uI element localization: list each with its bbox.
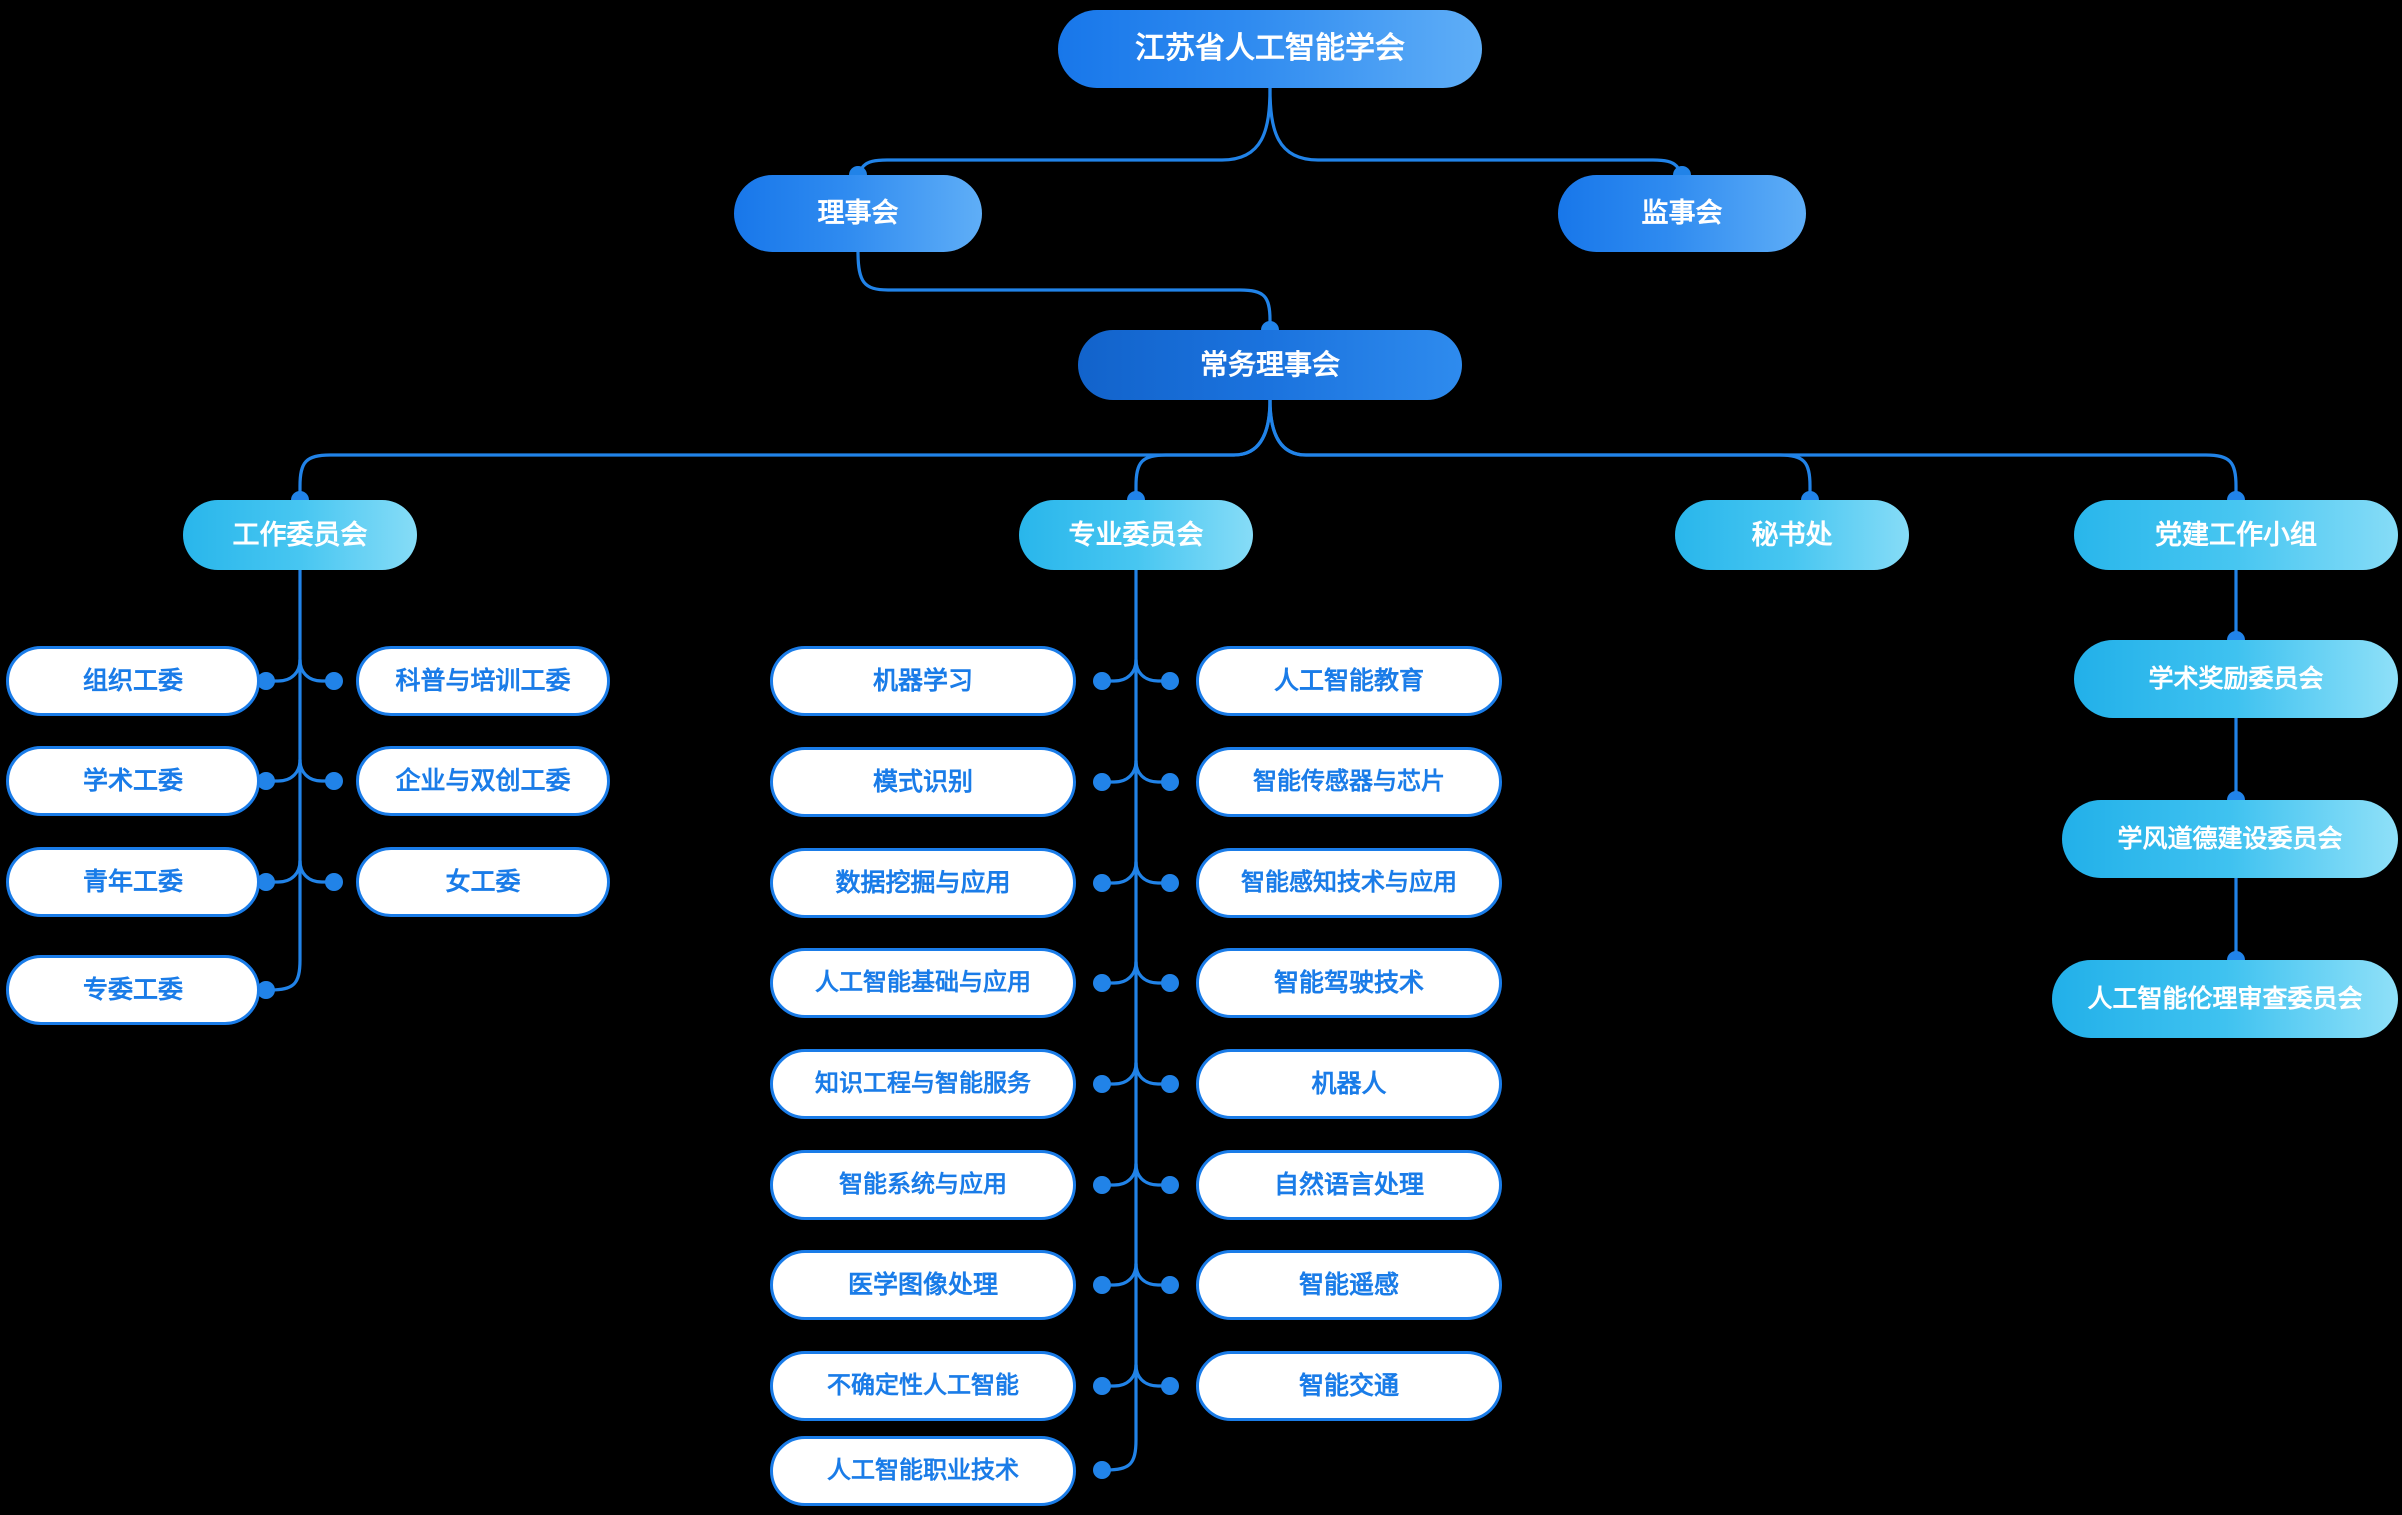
node-label: 自然语言处理 — [1273, 1170, 1424, 1199]
node-label: 专委工委 — [82, 975, 183, 1004]
node-board-of-supervisors[interactable]: 监事会 — [1558, 175, 1806, 252]
leaf-prof-left-5[interactable]: 智能系统与应用 — [770, 1150, 1076, 1220]
node-label: 学风道德建设委员会 — [2117, 824, 2343, 853]
leaf-prof-right-1[interactable]: 智能传感器与芯片 — [1196, 747, 1502, 817]
node-standing-council[interactable]: 常务理事会 — [1078, 330, 1462, 400]
node-label: 人工智能伦理审查委员会 — [2087, 984, 2363, 1013]
node-label: 组织工委 — [82, 666, 183, 695]
leaf-work-left-1[interactable]: 学术工委 — [6, 746, 260, 816]
leaf-prof-left-2[interactable]: 数据挖掘与应用 — [770, 848, 1076, 918]
leaf-prof-left-7[interactable]: 不确定性人工智能 — [770, 1351, 1076, 1421]
node-label: 智能感知技术与应用 — [1241, 869, 1457, 896]
node-label: 智能交通 — [1298, 1371, 1399, 1400]
leaf-prof-right-4[interactable]: 机器人 — [1196, 1049, 1502, 1119]
leaf-work-right-0[interactable]: 科普与培训工委 — [356, 646, 610, 716]
node-label: 机器学习 — [872, 666, 973, 695]
node-work-committee[interactable]: 工作委员会 — [183, 500, 417, 570]
leaf-prof-right-6[interactable]: 智能遥感 — [1196, 1250, 1502, 1320]
node-label: 专业委员会 — [1068, 519, 1204, 550]
leaf-prof-left-8[interactable]: 人工智能职业技术 — [770, 1436, 1076, 1506]
node-label: 学术工委 — [82, 766, 183, 795]
node-label: 监事会 — [1641, 198, 1723, 228]
leaf-prof-right-5[interactable]: 自然语言处理 — [1196, 1150, 1502, 1220]
node-label: 党建工作小组 — [2155, 519, 2317, 550]
node-label: 医学图像处理 — [847, 1270, 998, 1299]
leaf-prof-right-3[interactable]: 智能驾驶技术 — [1196, 948, 1502, 1018]
node-label: 智能传感器与芯片 — [1253, 768, 1445, 795]
node-label: 智能驾驶技术 — [1273, 968, 1424, 997]
leaf-prof-left-4[interactable]: 知识工程与智能服务 — [770, 1049, 1076, 1119]
node-label: 人工智能职业技术 — [827, 1457, 1019, 1484]
node-label: 学术奖励委员会 — [2148, 664, 2324, 693]
node-label: 知识工程与智能服务 — [815, 1070, 1031, 1097]
leaf-party-1[interactable]: 学风道德建设委员会 — [2062, 800, 2398, 878]
node-label: 女工委 — [445, 867, 521, 896]
node-label: 人工智能教育 — [1273, 666, 1424, 695]
leaf-prof-right-7[interactable]: 智能交通 — [1196, 1351, 1502, 1421]
node-label: 智能系统与应用 — [839, 1171, 1007, 1198]
node-root-society[interactable]: 江苏省人工智能学会 — [1058, 10, 1482, 88]
node-label: 智能遥感 — [1298, 1270, 1399, 1299]
node-label: 青年工委 — [82, 867, 183, 896]
node-label: 机器人 — [1311, 1069, 1387, 1098]
node-professional-committee[interactable]: 专业委员会 — [1019, 500, 1253, 570]
node-label: 科普与培训工委 — [395, 666, 571, 695]
leaf-party-2[interactable]: 人工智能伦理审查委员会 — [2052, 960, 2398, 1038]
node-party-building-group[interactable]: 党建工作小组 — [2074, 500, 2398, 570]
node-label: 模式识别 — [872, 767, 973, 796]
node-label: 企业与双创工委 — [395, 766, 571, 795]
node-label: 工作委员会 — [232, 519, 368, 550]
leaf-prof-left-1[interactable]: 模式识别 — [770, 747, 1076, 817]
node-secretariat[interactable]: 秘书处 — [1675, 500, 1909, 570]
leaf-work-right-1[interactable]: 企业与双创工委 — [356, 746, 610, 816]
leaf-work-left-2[interactable]: 青年工委 — [6, 847, 260, 917]
node-label: 不确定性人工智能 — [827, 1372, 1019, 1399]
leaf-prof-right-0[interactable]: 人工智能教育 — [1196, 646, 1502, 716]
leaf-work-left-3[interactable]: 专委工委 — [6, 955, 260, 1025]
node-board-of-directors[interactable]: 理事会 — [734, 175, 982, 252]
node-label: 人工智能基础与应用 — [815, 969, 1031, 996]
leaf-prof-right-2[interactable]: 智能感知技术与应用 — [1196, 848, 1502, 918]
leaf-prof-left-6[interactable]: 医学图像处理 — [770, 1250, 1076, 1320]
leaf-prof-left-3[interactable]: 人工智能基础与应用 — [770, 948, 1076, 1018]
leaf-work-left-0[interactable]: 组织工委 — [6, 646, 260, 716]
leaf-prof-left-0[interactable]: 机器学习 — [770, 646, 1076, 716]
leaf-work-right-2[interactable]: 女工委 — [356, 847, 610, 917]
leaf-party-0[interactable]: 学术奖励委员会 — [2074, 640, 2398, 718]
node-label: 数据挖掘与应用 — [835, 868, 1011, 897]
node-label: 秘书处 — [1751, 519, 1833, 550]
node-label: 理事会 — [817, 198, 899, 228]
node-label: 常务理事会 — [1199, 349, 1340, 380]
node-label: 江苏省人工智能学会 — [1135, 32, 1405, 65]
